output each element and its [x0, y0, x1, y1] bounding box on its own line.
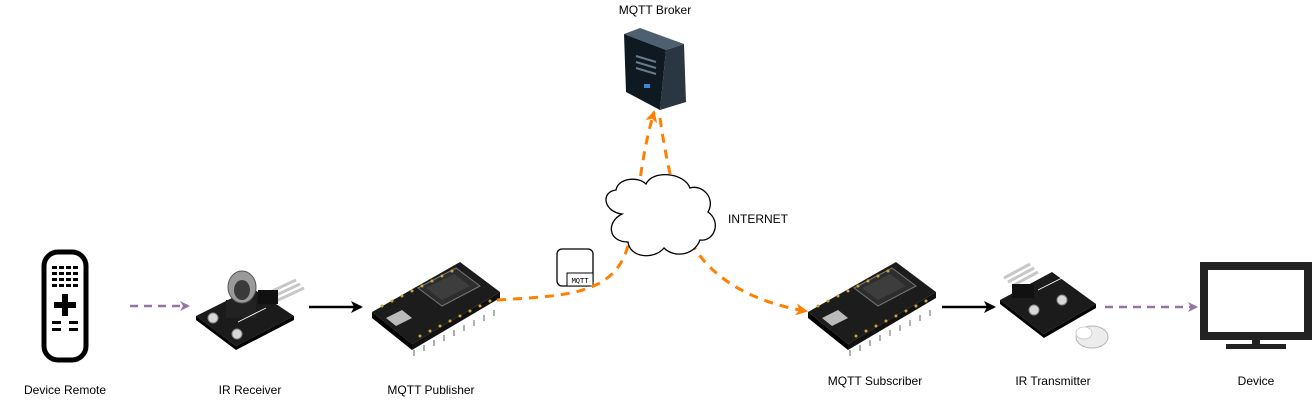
- internet-cloud-icon: [605, 173, 716, 257]
- mqtt-broker-server-icon: [624, 28, 686, 110]
- mqtt-broker-label: MQTT Broker: [619, 3, 691, 17]
- mqtt-publish-path: [496, 110, 658, 302]
- ir-transmitter-label: IR Transmitter: [1015, 374, 1090, 388]
- device-remote-icon: [41, 249, 89, 363]
- mqtt-message-label: MQTT: [572, 277, 590, 285]
- device-monitor-icon: [1200, 262, 1312, 349]
- device-remote-label: Device Remote: [24, 383, 106, 397]
- ir-receiver-module-icon: [196, 270, 305, 350]
- ir-receiver-label: IR Receiver: [219, 383, 282, 397]
- mqtt-subscribe-path: [658, 117, 808, 316]
- mqtt-publisher-board-icon: [372, 262, 500, 356]
- device-label: Device: [1238, 374, 1275, 388]
- internet-label: INTERNET: [728, 212, 789, 226]
- mqtt-subscriber-label: MQTT Subscriber: [828, 374, 922, 388]
- mqtt-message-icon: [556, 248, 594, 287]
- ir-transmitter-module-icon: [1000, 262, 1109, 349]
- mqtt-subscriber-board-icon: [808, 262, 936, 356]
- mqtt-publisher-label: MQTT Publisher: [387, 383, 474, 397]
